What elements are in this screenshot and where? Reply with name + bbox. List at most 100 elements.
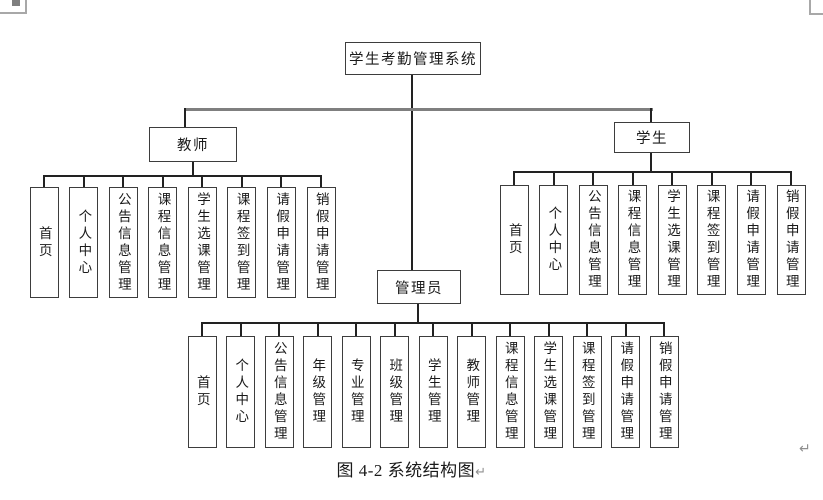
diagram-node: 个人中心: [539, 185, 569, 295]
diagram-node: 个人中心: [69, 187, 99, 298]
diagram-node-label: 公告信息管理: [115, 191, 131, 294]
diagram-node-label: 销假申请管理: [783, 189, 799, 291]
diagram-node: 请假申请管理: [611, 336, 640, 448]
connector-line: [710, 171, 713, 185]
diagram-node-label: 专业管理: [348, 358, 364, 426]
connector-line: [552, 171, 555, 185]
diagram-node: 首页: [29, 187, 59, 298]
diagram-node-label: 公告信息管理: [271, 341, 287, 443]
connector-line: [122, 175, 125, 187]
connector-root-to-admin: [411, 74, 413, 271]
diagram-node-label: 公告信息管理: [585, 189, 601, 291]
text-boundary-mark-top-right: [809, 0, 811, 14]
diagram-node-student: 学生: [614, 122, 690, 153]
diagram-node: 课程签到管理: [227, 187, 257, 298]
connector-line: [470, 322, 473, 336]
diagram-node-label: 学生选课管理: [541, 341, 557, 443]
diagram-node: 请假申请管理: [736, 185, 766, 295]
connector-line: [278, 322, 280, 336]
connector-line: [432, 322, 434, 336]
figure-caption-text: 图 4-2 系统结构图: [336, 461, 476, 480]
connector-trunk-to-teacher: [184, 108, 186, 127]
connector-admin-to-children: [417, 304, 419, 323]
diagram-node-label: 学生考勤管理系统: [349, 52, 477, 68]
diagram-node: 课程信息管理: [148, 187, 178, 298]
connector-line: [671, 171, 674, 185]
connector-teacher-to-children: [192, 162, 194, 176]
connector-line: [631, 171, 634, 185]
connector-line: [750, 171, 753, 185]
connector-line: [280, 175, 283, 187]
diagram-node-label: 教师管理: [464, 358, 480, 426]
diagram-node: 课程信息管理: [495, 336, 525, 448]
diagram-node: 首页: [499, 185, 529, 295]
connector-line: [624, 322, 627, 336]
connector-line: [201, 175, 204, 187]
connector-line: [513, 171, 515, 185]
connector-line: [586, 322, 588, 336]
diagram-node: 班级管理: [380, 336, 409, 448]
text-boundary-mark-top-left: [25, 0, 27, 14]
figure-caption: 图 4-2 系统结构图↵: [0, 456, 823, 481]
connector-line: [663, 322, 665, 336]
connector-line: [320, 175, 322, 187]
diagram-node-label: 个人中心: [76, 208, 92, 277]
connector-line: [201, 322, 203, 336]
diagram-node: 销假申请管理: [306, 187, 336, 298]
connector-line: [592, 171, 595, 185]
diagram-node-label: 课程信息管理: [502, 341, 518, 443]
connector-line: [43, 175, 45, 187]
diagram-node-label: 年级管理: [310, 358, 326, 426]
text-boundary-mark-top-right: [809, 13, 823, 15]
diagram-node: 专业管理: [341, 336, 371, 448]
connector-line: [240, 175, 243, 187]
text-boundary-mark-top-left: [0, 12, 27, 14]
selection-handle[interactable]: [12, 0, 20, 6]
diagram-node: 学生管理: [418, 336, 448, 448]
connector-line: [547, 322, 550, 336]
connector-line: [790, 171, 792, 185]
connector-student-to-children: [650, 153, 652, 172]
diagram-node-label: 课程签到管理: [704, 189, 720, 291]
diagram-node: 个人中心: [226, 336, 255, 448]
diagram-node: 公告信息管理: [108, 187, 138, 298]
diagram-node-label: 教师: [177, 138, 209, 154]
diagram-node: 公告信息管理: [264, 336, 294, 448]
diagram-node-label: 学生: [636, 131, 668, 147]
diagram-node: 年级管理: [303, 336, 332, 448]
connector-line: [161, 175, 164, 187]
connector-line: [355, 322, 357, 336]
diagram-node-root: 学生考勤管理系统: [345, 42, 481, 75]
connector-children-trunk: [43, 175, 322, 177]
diagram-node-label: 学生选课管理: [195, 191, 211, 294]
connector-line: [239, 322, 242, 336]
diagram-node: 学生选课管理: [657, 185, 687, 295]
connector-trunk-to-student: [650, 108, 652, 122]
diagram-node-label: 请假申请管理: [618, 341, 634, 443]
diagram-node: 课程签到管理: [697, 185, 727, 295]
diagram-node-label: 班级管理: [387, 358, 403, 426]
diagram-node-label: 请假申请管理: [744, 189, 760, 291]
diagram-node: 课程签到管理: [572, 336, 602, 448]
diagram-node: 学生选课管理: [534, 336, 563, 448]
diagram-node-label: 首页: [506, 223, 522, 257]
diagram-node-label: 销假申请管理: [313, 191, 329, 294]
paragraph-return-mark: ↵: [475, 465, 487, 480]
diagram-node-label: 首页: [194, 375, 210, 409]
diagram-node-label: 课程信息管理: [625, 189, 641, 291]
connector-line: [316, 322, 319, 336]
diagram-node: 公告信息管理: [578, 185, 608, 295]
diagram-node: 销假申请管理: [776, 185, 806, 295]
diagram-node-label: 课程签到管理: [234, 191, 250, 294]
diagram-node: 请假申请管理: [266, 187, 296, 298]
diagram-node-label: 课程信息管理: [155, 191, 171, 294]
diagram-node-label: 个人中心: [233, 358, 249, 426]
line-return-mark: ↵: [799, 441, 811, 457]
connector-children-trunk: [513, 171, 792, 173]
diagram-node-label: 课程签到管理: [579, 341, 595, 443]
diagram-node: 教师管理: [457, 336, 486, 448]
connector-line: [509, 322, 511, 336]
diagram-node-label: 学生选课管理: [665, 189, 681, 291]
diagram-node: 首页: [187, 336, 217, 448]
diagram-node-label: 请假申请管理: [274, 191, 290, 294]
